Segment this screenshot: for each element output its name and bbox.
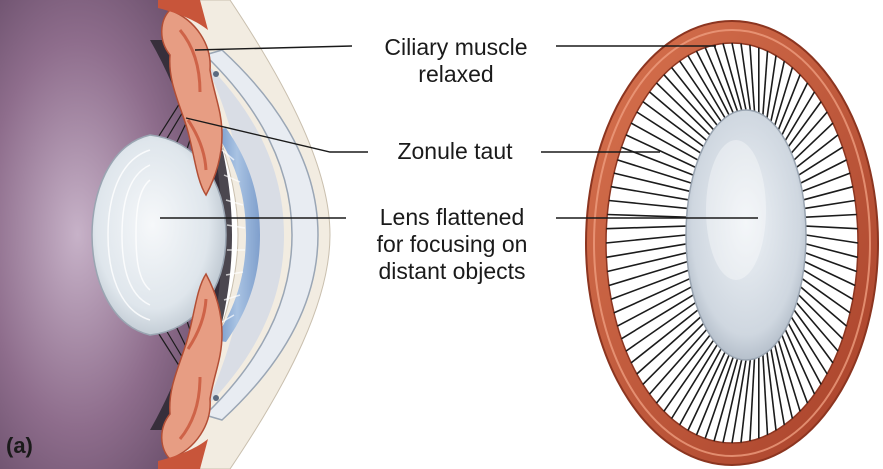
label-lens-line2: for focusing on [352, 231, 552, 258]
label-ciliary-muscle: Ciliary muscle relaxed [358, 34, 554, 88]
eye-cross-section [0, 0, 330, 469]
panel-label: (a) [6, 433, 33, 459]
cornea-dot-top [213, 71, 219, 77]
frontal-view [586, 21, 878, 465]
label-ciliary-line2: relaxed [358, 61, 554, 88]
label-zonule-line1: Zonule taut [372, 138, 538, 165]
label-lens-line3: distant objects [352, 258, 552, 285]
label-zonule: Zonule taut [372, 138, 538, 165]
label-lens: Lens flattened for focusing on distant o… [352, 204, 552, 285]
cornea-dot-bottom [213, 395, 219, 401]
label-lens-line1: Lens flattened [352, 204, 552, 231]
lens-frontal-highlight [706, 140, 766, 280]
label-ciliary-line1: Ciliary muscle [358, 34, 554, 61]
